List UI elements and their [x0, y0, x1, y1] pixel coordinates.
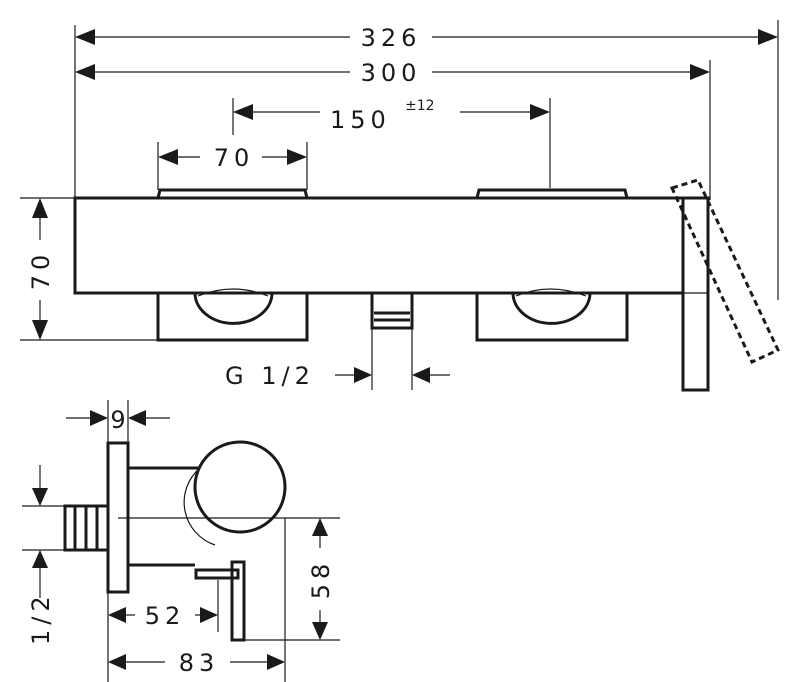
dimension-83: 83	[108, 649, 285, 677]
lever-base	[194, 568, 240, 580]
body-side	[128, 466, 200, 567]
dim-label-83: 83	[179, 649, 220, 677]
handle-side	[193, 440, 287, 534]
dim-label-inlet-thread: 1/2	[27, 591, 55, 645]
dim-label-300: 300	[361, 59, 422, 87]
dimension-9: 9	[66, 406, 170, 434]
dim-label-9: 9	[110, 406, 125, 434]
dimension-g12-outlet: G 1/2	[225, 362, 450, 390]
left-handle-cap	[156, 188, 309, 199]
dimension-326: 326	[75, 24, 778, 52]
dimension-52: 52	[108, 602, 218, 630]
extension-lines	[20, 20, 779, 390]
dim-label-70-height: 70	[27, 250, 55, 291]
dim-label-70-width: 70	[214, 144, 255, 172]
inlet-thread	[63, 504, 110, 552]
lever	[681, 196, 710, 392]
mixer-body	[73, 196, 685, 295]
outlet-connector	[370, 293, 414, 330]
dim-label-52: 52	[145, 602, 186, 630]
body-curve	[183, 467, 216, 546]
right-handle	[475, 288, 629, 342]
side-view: 9 52 83	[22, 400, 340, 682]
lever-side	[230, 560, 246, 642]
right-handle-cap	[475, 188, 629, 199]
dim-label-g12: G 1/2	[225, 362, 315, 390]
dimension-70-height: 70	[27, 198, 55, 340]
dimension-g12-inlet: 1/2	[27, 465, 55, 645]
dim-tolerance: ±12	[405, 98, 435, 114]
dimension-300: 300	[75, 59, 710, 87]
lever-rotated-dashed	[669, 178, 781, 364]
dim-label-326: 326	[361, 24, 422, 52]
dimension-150: 150 ±12	[233, 98, 550, 134]
dimension-58: 58	[307, 518, 335, 640]
dimension-70-width: 70	[158, 144, 307, 172]
front-view: 326 300 150 ±12 70	[20, 20, 781, 392]
dim-label-150: 150	[330, 106, 391, 134]
left-handle	[156, 288, 309, 342]
dim-label-58: 58	[307, 559, 335, 600]
